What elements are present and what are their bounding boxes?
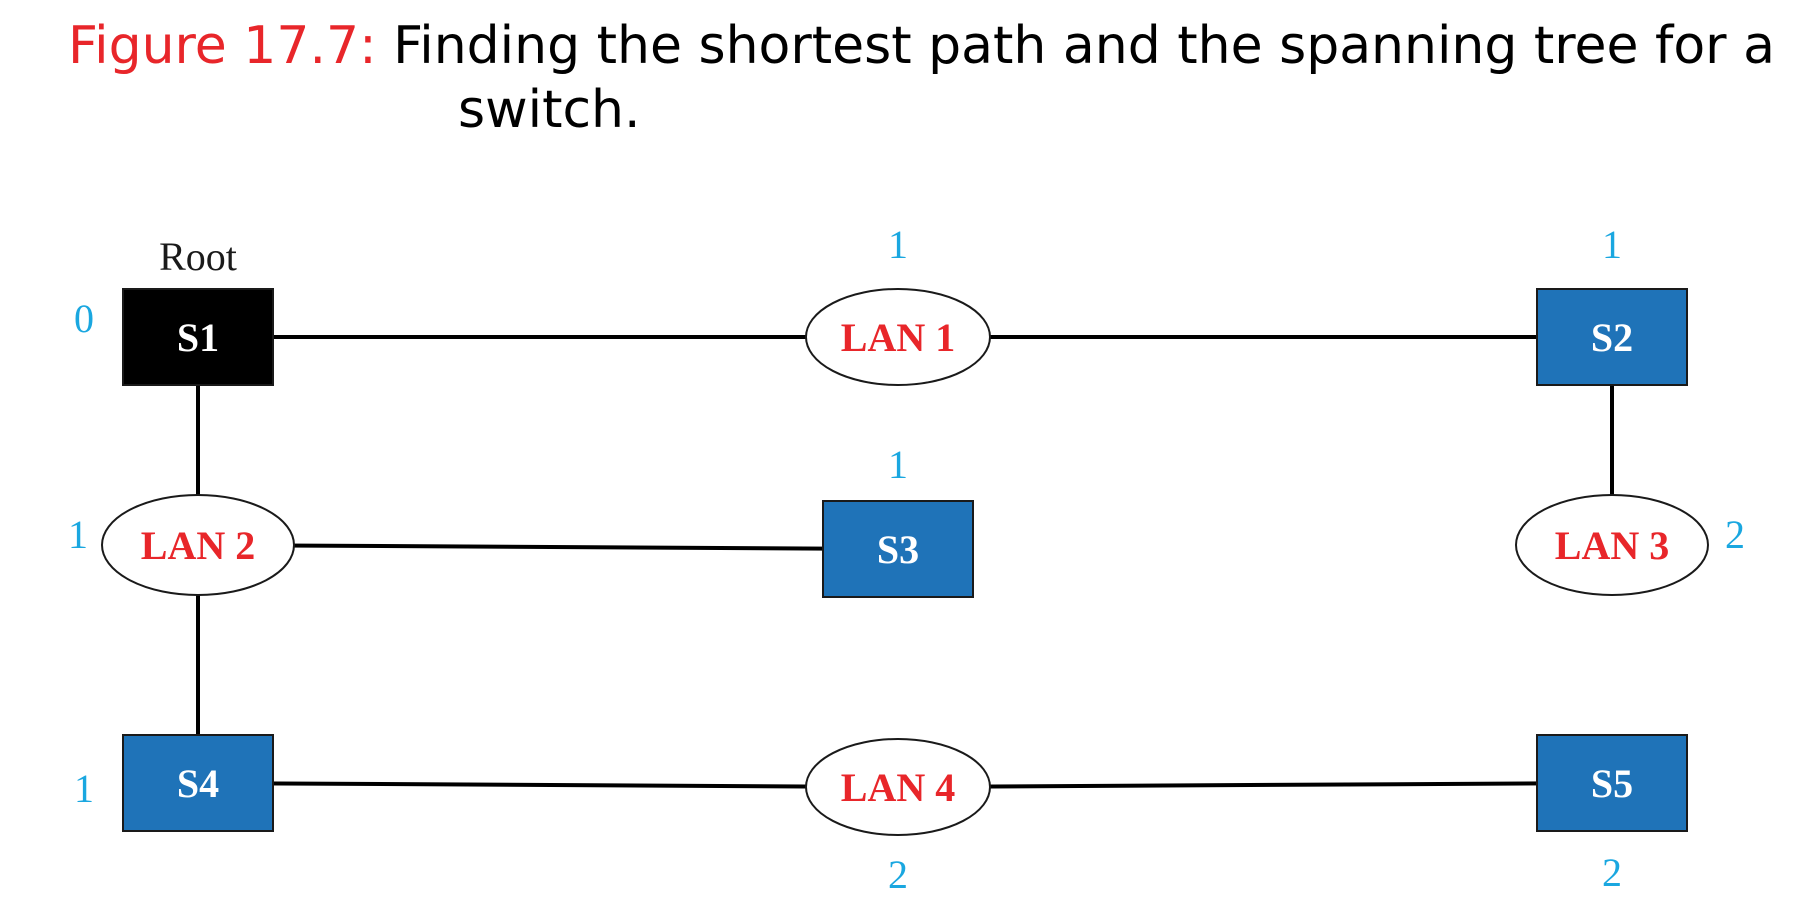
caption-text-line2: switch.	[458, 80, 641, 140]
cost-label-s2: 1	[1602, 222, 1622, 267]
lan-label: LAN 3	[1555, 523, 1669, 568]
lan-2: LAN 2	[101, 494, 295, 596]
cost-label-lan4: 2	[888, 852, 908, 897]
lan-ellipse	[1515, 494, 1709, 596]
switch-box	[122, 734, 274, 832]
lan-label: LAN 2	[141, 523, 255, 568]
lan-label: LAN 1	[841, 315, 955, 360]
cost-label-lan3: 2	[1725, 512, 1745, 557]
cost-label-s3: 1	[888, 442, 908, 487]
cost-label-lan1: 1	[888, 222, 908, 267]
root-label: Root	[159, 234, 237, 279]
switch-box	[822, 500, 974, 598]
switch-label: S4	[177, 761, 219, 806]
link-lan4-s5	[897, 781, 1613, 789]
link-lan2-s3	[197, 543, 899, 551]
switch-label: S2	[1591, 315, 1633, 360]
figure-number: Figure 17.7:	[68, 16, 377, 76]
switch-box	[1536, 734, 1688, 832]
lan-4: LAN 4	[805, 738, 991, 836]
cost-label-lan2: 1	[68, 512, 88, 557]
switch-s1-root: S1	[122, 288, 274, 386]
switch-label: S5	[1591, 761, 1633, 806]
cost-label-s1: 0	[74, 296, 94, 341]
switch-label: S3	[877, 527, 919, 572]
switch-s5: S5	[1536, 734, 1688, 832]
switch-s3: S3	[822, 500, 974, 598]
cost-label-s4: 1	[74, 766, 94, 811]
figure-caption: Figure 17.7: Finding the shortest path a…	[68, 14, 1788, 142]
switch-s2: S2	[1536, 288, 1688, 386]
switch-label: S1	[177, 315, 219, 360]
switch-box	[122, 288, 274, 386]
labels: 0 1 1 1 2 1 1 2 2 Root	[68, 222, 1745, 897]
lan-label: LAN 4	[841, 765, 955, 810]
caption-text-line1: Finding the shortest path and the spanni…	[393, 16, 1775, 76]
link-s4-lan4	[197, 781, 899, 789]
lan-ellipse	[805, 738, 991, 836]
switch-s4: S4	[122, 734, 274, 832]
lan-1: LAN 1	[805, 288, 991, 386]
switch-box	[1536, 288, 1688, 386]
lan-3: LAN 3	[1515, 494, 1709, 596]
lan-ellipse	[805, 288, 991, 386]
cost-label-s5: 2	[1602, 850, 1622, 895]
lan-ellipse	[101, 494, 295, 596]
